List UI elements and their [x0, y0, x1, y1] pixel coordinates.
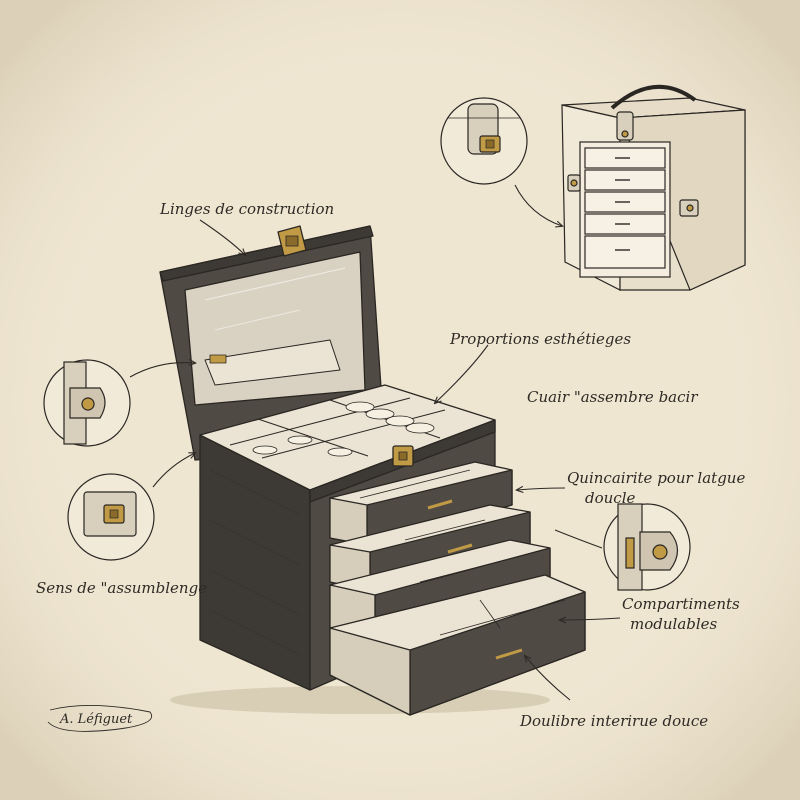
signature-text: A. Léfiguet: [59, 712, 133, 727]
lock-clasp-icon: [277, 225, 307, 257]
snap-button-icon: [81, 397, 95, 411]
drawer-handle-icon: [495, 648, 523, 660]
lock-clasp-icon: [392, 445, 414, 467]
drawer-4: [329, 574, 586, 716]
drawer-handle-icon: [427, 499, 453, 510]
snap-button-icon: [621, 130, 629, 138]
clasp-strap: [616, 111, 634, 141]
detail-clasp-left: [67, 473, 155, 561]
drawer-handle-icon: [447, 543, 473, 554]
annotation-hardware-cont: doucle: [585, 489, 635, 507]
detail-hinge-right: [603, 503, 691, 591]
annotation-compartments: Compartiments: [622, 595, 740, 613]
annotation-assembly: Sens de "assumblenge: [36, 579, 207, 597]
annotation-hinges: Linges de construction: [159, 200, 334, 218]
artist-signature: A. Léfiguet: [47, 705, 153, 732]
jewelry-box-closed: [561, 84, 746, 291]
carry-handle-icon: [610, 84, 697, 110]
annotation-proportions: Proportions esthétieges: [449, 330, 631, 348]
lock-clasp-icon: [103, 504, 125, 524]
annotation-hardware: Quincairite pour latgue: [567, 469, 745, 487]
annotation-lining: Doulibre interirue douce: [519, 712, 708, 730]
lock-clasp-icon: [479, 135, 501, 153]
snap-button-icon: [686, 204, 694, 212]
snap-button-icon: [570, 179, 578, 187]
snap-button-icon: [652, 544, 668, 560]
hinge-icon: [625, 537, 635, 569]
jewelry-box-main: [159, 225, 586, 716]
annotation-compartments-cont: modulables: [630, 615, 718, 633]
annotation-leather: Cuair "assembre bacir: [527, 388, 698, 406]
detail-snap-left: [43, 359, 131, 447]
leader-lines: [129, 184, 621, 701]
detail-clasp-top: [440, 97, 528, 185]
